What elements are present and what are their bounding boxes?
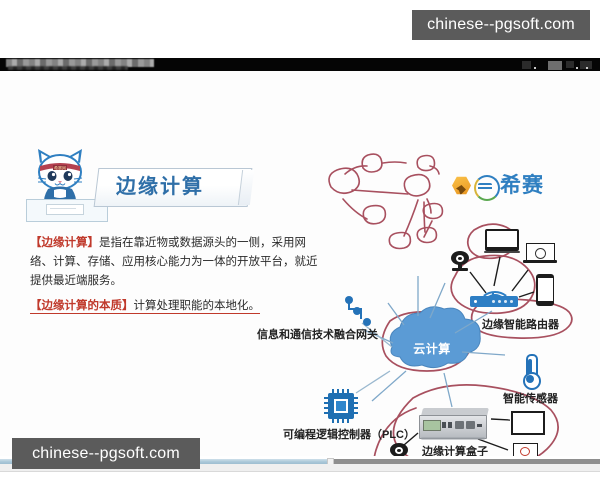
page-title: 边缘计算: [116, 176, 204, 198]
router-power-led: [474, 300, 477, 303]
webcam-lens-inner-2: [397, 449, 401, 452]
chip-pin-t4: [347, 389, 349, 394]
cloud-label: 云计算: [413, 342, 451, 356]
definition-body: 是指在靠近物或数据源头的一侧，采用网络、计算、存储、应用核心能力为一体的开放平台…: [30, 237, 318, 287]
thermometer-bulb-fill: [526, 375, 534, 383]
essence-paragraph: 【边缘计算的本质】计算处理职能的本地化。: [30, 297, 320, 316]
essence-keyword: 【边缘计算的本质】: [30, 300, 134, 314]
topbar-button-1[interactable]: [522, 61, 531, 69]
laptop-base: [523, 260, 557, 263]
webcam-lens-inner: [458, 257, 462, 260]
server-usb-1: [442, 422, 446, 428]
router-led-4: [504, 300, 507, 303]
edge-server-icon: [419, 408, 491, 441]
wifi-arc-mid: [484, 294, 506, 313]
webcam-icon-top: [451, 251, 469, 271]
chip-pin-r1: [353, 397, 358, 399]
server-ethernet-2: [466, 421, 475, 429]
player-bottom-edge: [0, 464, 600, 472]
chip-pin-l2: [324, 402, 329, 404]
chip-pin-t3: [342, 389, 344, 394]
watermark-bottom: chinese--pgsoft.com: [12, 438, 200, 469]
hexagon-icon: [452, 176, 471, 195]
definition-paragraph: 【边缘计算】是指在靠近物或数据源头的一侧，采用网络、计算、存储、应用核心能力为一…: [30, 234, 320, 291]
topbar-button-4[interactable]: [580, 61, 592, 69]
chip-pin-t2: [337, 389, 339, 394]
thermometer-mercury: [528, 359, 532, 377]
monitor-icon: [511, 411, 545, 435]
chip-pin-b1: [332, 418, 334, 423]
chip-core-inner: [336, 401, 346, 411]
title-desk-paper: [46, 204, 84, 215]
blurred-subtitle-text: [8, 66, 128, 70]
server-power-port: [477, 424, 482, 427]
chip-icon: [324, 389, 358, 423]
phone-screen: [537, 278, 553, 301]
chip-pin-l1: [324, 397, 329, 399]
wifi-arc-outer: [479, 291, 511, 317]
chip-pin-r2: [353, 402, 358, 404]
chip-pin-b4: [347, 418, 349, 423]
video-player: 希赛网: [0, 58, 600, 472]
topbar-dot-2: [576, 67, 578, 69]
gateway-node-3: [363, 318, 371, 326]
phone-icon: [536, 274, 554, 306]
thermometer-icon: [521, 354, 541, 390]
essence-body: 计算处理职能的本地化。: [133, 300, 260, 314]
circle-logo-icon: [474, 175, 500, 201]
topbar-button-3[interactable]: [566, 61, 574, 68]
server-ethernet-1: [455, 421, 464, 429]
bird-icon: [456, 185, 466, 195]
webcam-stand: [458, 264, 462, 269]
label-plc: 可编程逻辑控制器（PLC）: [283, 429, 415, 441]
label-edge-box: 边缘计算盒子: [422, 446, 488, 456]
chip-pin-l4: [324, 412, 329, 414]
chip-pin-l3: [324, 407, 329, 409]
laptop-icon-bottom: [511, 443, 539, 456]
laptop-logo-icon: [535, 248, 546, 259]
chip-pin-r4: [353, 412, 358, 414]
edge-computing-diagram: [328, 153, 573, 456]
gateway-icon: [345, 296, 375, 326]
topbar-dot-3: [586, 67, 588, 69]
tablet-screen: [487, 231, 517, 247]
server-shadow: [421, 437, 485, 440]
gateway-node-2: [353, 307, 361, 315]
chip-pin-r3: [353, 407, 358, 409]
tablet-base: [484, 251, 520, 253]
laptop2-logo-icon: [520, 447, 530, 456]
gateway-node-1: [345, 296, 353, 304]
server-display: [423, 420, 441, 431]
router-led-3: [498, 300, 501, 303]
blurred-title-text: [6, 59, 154, 67]
chip-pin-t1: [332, 389, 334, 394]
router-icon: [470, 291, 518, 307]
webcam-foot: [452, 268, 468, 271]
router-led-2: [492, 300, 495, 303]
server-usb-2: [448, 422, 452, 428]
webcam-icon-bottom: [390, 443, 408, 456]
title-desk-line: [50, 208, 76, 209]
label-sensor: 智能传感器: [503, 393, 558, 405]
monitor-frame: [511, 411, 545, 435]
brand-logo-text: 希赛: [500, 174, 544, 197]
router-led-5: [510, 300, 513, 303]
slide-canvas: 希赛网: [0, 71, 600, 456]
watermark-top: chinese--pgsoft.com: [412, 10, 590, 40]
brand-logo: 希赛: [452, 171, 562, 201]
player-top-bar: [0, 58, 600, 71]
circle-logo-inner-icon: [478, 183, 492, 189]
chip-pin-b2: [337, 418, 339, 423]
cat-mascot-icon: 希赛网: [37, 149, 83, 207]
tablet-icon: [484, 229, 520, 254]
topbar-button-2[interactable]: [548, 61, 562, 70]
laptop-icon: [523, 243, 557, 267]
svg-text:希赛网: 希赛网: [54, 165, 66, 171]
chip-pin-b3: [342, 418, 344, 423]
topbar-dot-1: [534, 67, 536, 69]
label-gateway: 信息和通信技术融合网关: [257, 329, 378, 341]
cloud-shape: [389, 306, 481, 369]
label-router: 边缘智能路由器: [482, 319, 559, 331]
definition-keyword: 【边缘计算】: [30, 237, 99, 249]
